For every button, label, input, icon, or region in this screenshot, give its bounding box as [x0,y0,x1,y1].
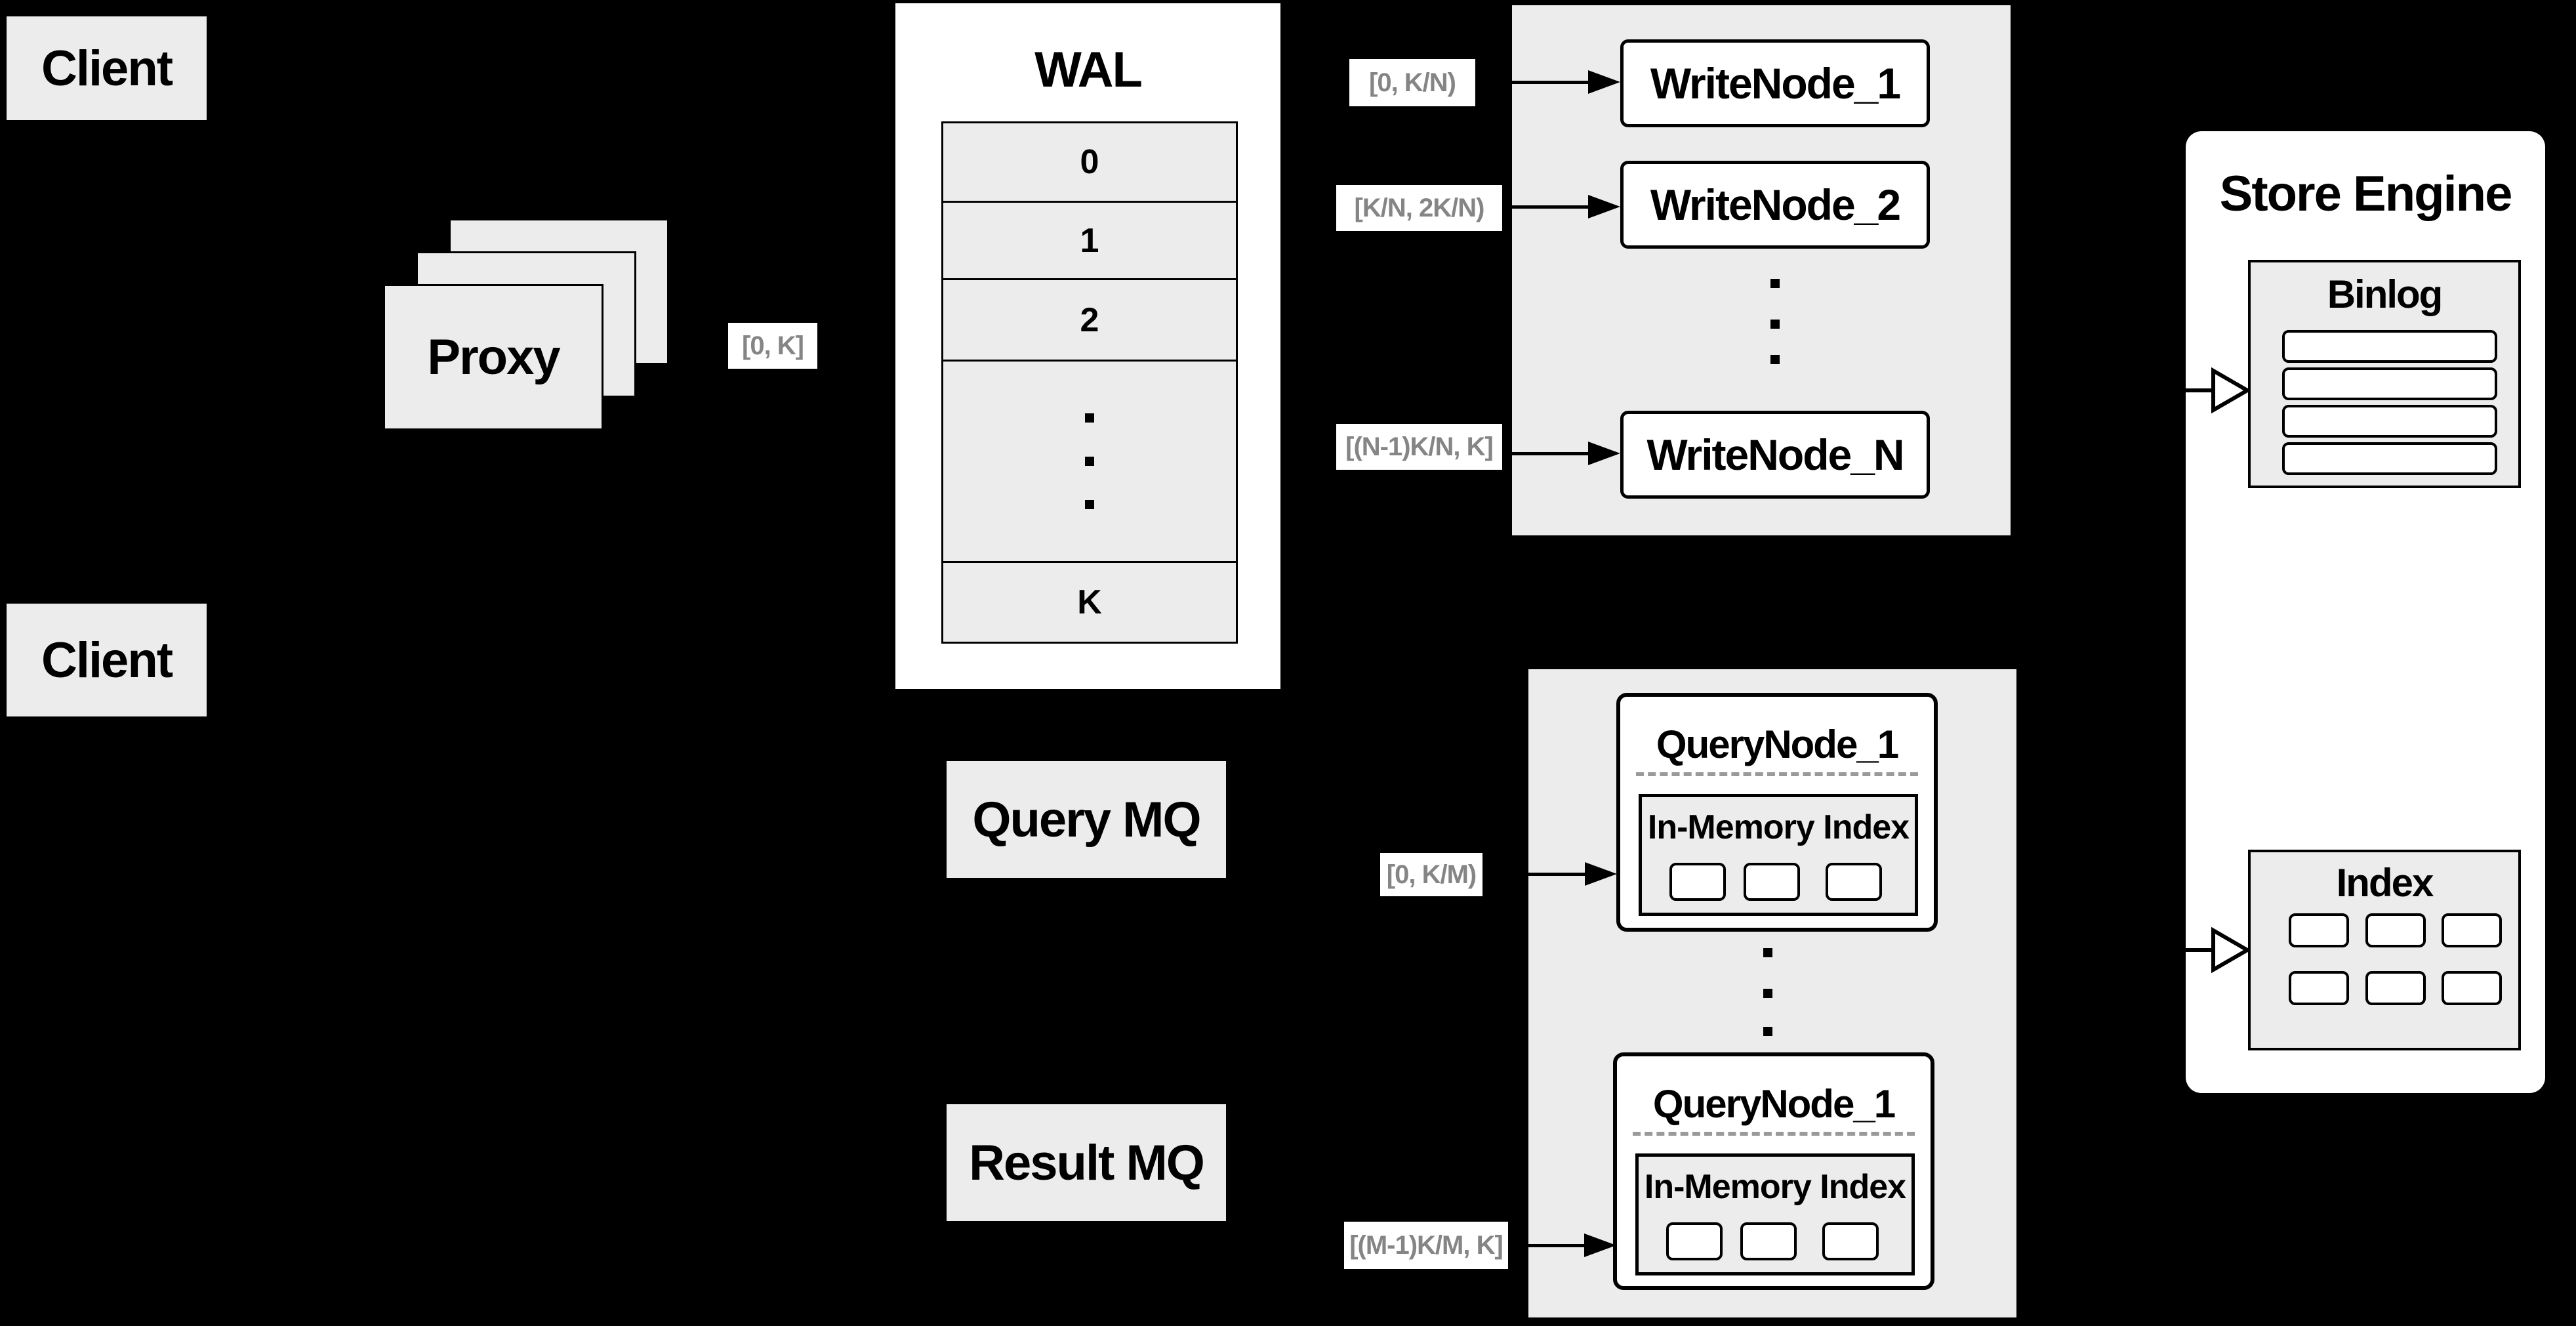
wal-row-1: 1 [941,201,1238,280]
index-box [2289,913,2349,947]
result-mq-box: Result MQ [947,1104,1226,1221]
index-box [2365,971,2426,1005]
wal-row-0: 0 [941,121,1238,203]
query-range-label-1: [0, K/M) [1380,853,1482,896]
index-box [2442,971,2502,1005]
binlog-row [2282,442,2497,475]
arrow-to-querynode-1 [1484,873,1585,876]
query-node-1: QueryNode_1 In-Memory Index [1616,693,1938,932]
ellipsis-dot [1763,1027,1772,1036]
query-range-label-2: [(M-1)K/M, K] [1344,1222,1508,1269]
index-box [2365,913,2426,947]
ellipsis-dot [1085,500,1094,509]
binlog-row [2282,405,2497,438]
ellipsis-dot [1763,989,1772,998]
query-mq-box: Query MQ [947,761,1226,878]
in-memory-index-title-1: In-Memory Index [1647,808,1910,846]
binlog-row [2282,367,2497,400]
index-panel: Index [2248,850,2521,1050]
open-arrow-to-index [2165,926,2250,974]
segment-box [1826,863,1882,901]
client-bottom-box: Client [7,604,207,716]
wal-box: WAL 0 1 2 K [895,3,1280,689]
write-range-label-3: [(N-1)K/N, K] [1336,424,1502,470]
segment-box [1666,1222,1723,1260]
query-node-2: QueryNode_1 In-Memory Index [1613,1052,1934,1290]
write-node-1: WriteNode_1 [1620,39,1930,127]
arrowhead-to-writenode-1 [1588,70,1620,94]
index-box [2289,971,2349,1005]
proxy-range-label: [0, K] [728,323,817,369]
arrow-to-writenode-1 [1477,81,1589,84]
ellipsis-dot [1770,279,1780,288]
proxy-card-front: Proxy [383,284,603,430]
segment-box [1669,863,1726,901]
index-box [2442,913,2502,947]
ellipsis-dot [1085,413,1094,423]
arrow-to-querynode-2 [1509,1244,1585,1247]
arrowhead-to-writenode-2 [1588,195,1620,218]
query-node-2-title: QueryNode_1 [1652,1082,1896,1126]
binlog-title: Binlog [2327,272,2443,316]
write-node-2: WriteNode_2 [1620,161,1930,249]
store-engine-title: Store Engine [2219,166,2513,222]
wal-title: WAL [1034,42,1143,98]
wal-row-ellipsis [941,360,1238,563]
write-range-label-2: [K/N, 2K/N) [1336,185,1502,231]
proxy-label: Proxy [427,329,560,385]
wal-row-2: 2 [941,278,1238,362]
client-top-label: Client [41,40,173,96]
write-range-label-1: [0, K/N) [1349,59,1475,106]
client-bottom-label: Client [41,632,173,688]
arrow-to-writenode-2 [1503,205,1589,209]
index-title: Index [2336,861,2434,905]
query-node-1-title: QueryNode_1 [1656,722,1899,766]
ellipsis-dot [1763,948,1772,957]
arrowhead-to-writenode-n [1588,442,1620,465]
wal-row-k: K [941,561,1238,644]
client-top-box: Client [7,16,207,120]
segment-box [1744,863,1800,901]
in-memory-index-title-2: In-Memory Index [1644,1168,1906,1206]
query-node-1-divider [1636,772,1918,776]
binlog-row [2282,330,2497,363]
write-node-n: WriteNode_N [1620,411,1930,499]
wal-table: 0 1 2 K [941,121,1238,644]
ellipsis-dot [1770,355,1780,364]
in-memory-index-panel-2: In-Memory Index [1635,1153,1915,1275]
store-engine-box: Store Engine Binlog Index [2186,131,2545,1093]
segment-box [1822,1222,1879,1260]
query-node-2-divider [1633,1132,1915,1136]
segment-box [1740,1222,1797,1260]
binlog-panel: Binlog [2248,260,2521,488]
arrowhead-to-querynode-1 [1585,862,1617,886]
ellipsis-dot [1770,320,1780,329]
open-arrow-to-binlog [2165,367,2250,414]
in-memory-index-panel-1: In-Memory Index [1639,794,1918,916]
arrowhead-to-querynode-2 [1584,1233,1616,1257]
arrow-to-writenode-n [1503,452,1589,455]
ellipsis-dot [1085,457,1094,466]
